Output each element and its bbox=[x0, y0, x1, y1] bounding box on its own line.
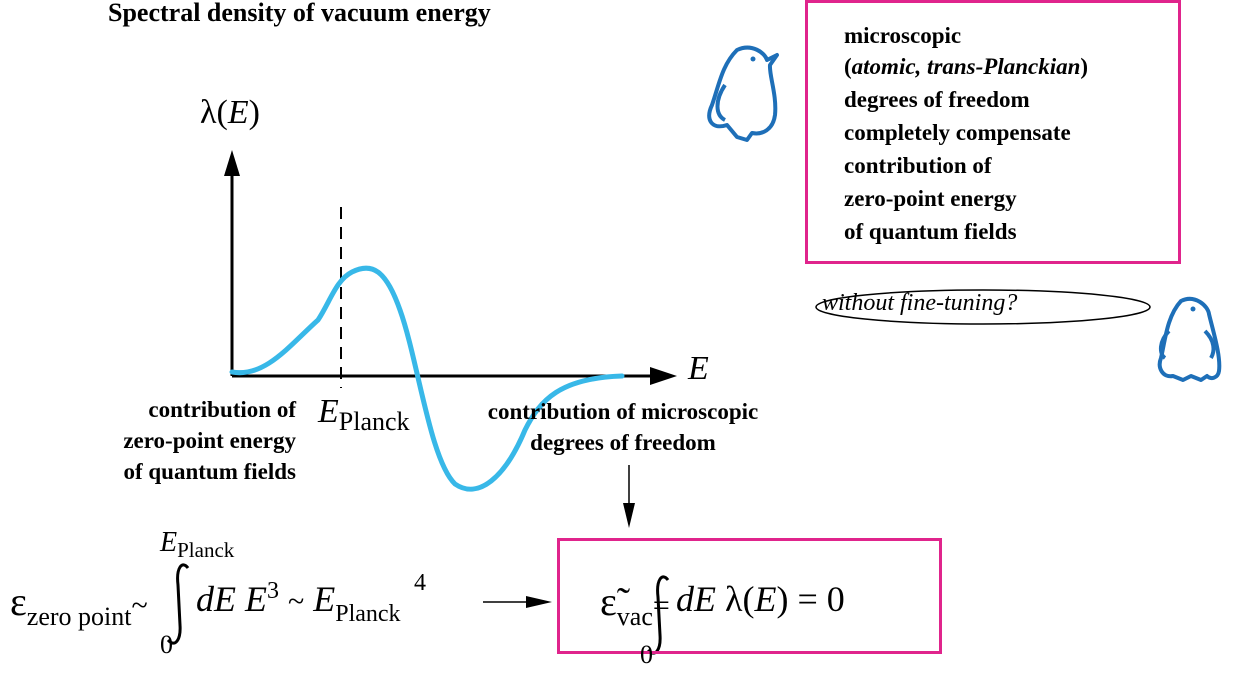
formula-left-integrand: dE E3 ~ EPlanck bbox=[196, 578, 401, 627]
box-line: degrees of freedom bbox=[844, 87, 1030, 112]
speech-ellipse bbox=[815, 289, 1151, 325]
right-contribution-label: contribution of microscopic degrees of f… bbox=[487, 399, 759, 455]
integral-sign-left bbox=[166, 563, 190, 645]
penguin-icon-bottom bbox=[1157, 296, 1222, 382]
formula-right-integrand: dE λ(E) = 0 bbox=[676, 579, 845, 619]
left-contribution-label: contribution of zero-point energy of qua… bbox=[123, 397, 296, 484]
box-line: completely compensate bbox=[844, 120, 1071, 145]
planck-label: EPlanck bbox=[318, 393, 410, 436]
x-axis-arrowhead bbox=[650, 367, 677, 385]
result-box bbox=[557, 538, 942, 654]
title: Spectral density of vacuum energy bbox=[108, 0, 491, 27]
down-arrow-head bbox=[623, 503, 635, 528]
y-axis-arrowhead bbox=[224, 150, 240, 176]
x-axis-label: E bbox=[688, 350, 709, 387]
box-line-italic: (atomic, trans-Planckian) bbox=[844, 54, 1089, 79]
compensation-box: microscopic (atomic, trans-Planckian) de… bbox=[805, 0, 1181, 264]
formula-lower-limit: 0 bbox=[160, 630, 173, 659]
box-line: of quantum fields bbox=[844, 219, 1017, 244]
right-arrow-head bbox=[526, 596, 552, 608]
formula-left: εzero point~ bbox=[10, 579, 148, 631]
formula-right-lower-limit: 0 bbox=[640, 640, 653, 669]
penguin-icon-top bbox=[707, 45, 779, 142]
box-line: microscopic bbox=[844, 23, 962, 48]
box-line: zero-point energy bbox=[844, 186, 1017, 211]
formula-left-power2: 4 bbox=[414, 570, 426, 596]
box-line: contribution of bbox=[844, 153, 992, 178]
fine-tuning-question: without fine-tuning? bbox=[822, 290, 1018, 316]
formula-upper-limit: EPlanck bbox=[160, 527, 235, 562]
formula-right: ε̃vac= bbox=[600, 579, 670, 631]
spectral-curve bbox=[229, 265, 625, 492]
y-axis-label: λ(E) bbox=[200, 94, 260, 131]
